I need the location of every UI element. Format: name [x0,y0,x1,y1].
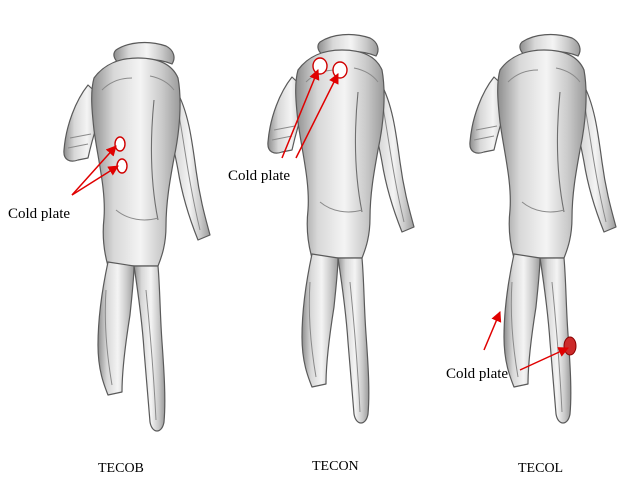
tecol-caption: TECOL [518,461,563,476]
tecon-cold-plate-label: Cold plate [228,168,290,184]
suit-tecol [470,35,616,423]
cold-plate-neck-left [313,58,327,74]
cold-plate-lower-back-lower [117,159,127,173]
suit-tecon [268,35,414,423]
tecon-caption: TECON [312,459,359,474]
tecol-cold-plate-label: Cold plate [446,366,508,382]
tecol-arrow-upper [484,312,500,350]
tecob-caption: TECOB [98,461,144,476]
tecob-cold-plate-label: Cold plate [8,206,70,222]
suit-tecob [64,43,210,431]
cold-plate-lower-leg [564,337,576,355]
cold-plate-neck-right [333,62,347,78]
cold-plate-lower-back-upper [115,137,125,151]
